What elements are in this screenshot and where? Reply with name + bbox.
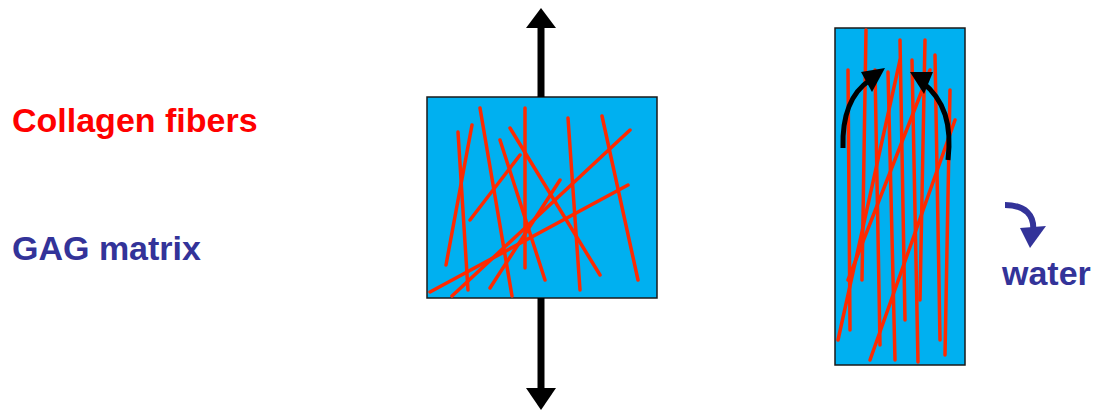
water-flow-arrow	[1005, 205, 1046, 248]
fiber-label: Collagen fibers	[12, 101, 258, 140]
matrix-label: GAG matrix	[12, 229, 201, 268]
water-label: water	[1002, 254, 1091, 293]
stretched-tissue	[835, 28, 965, 365]
unloaded-tissue	[427, 8, 657, 410]
